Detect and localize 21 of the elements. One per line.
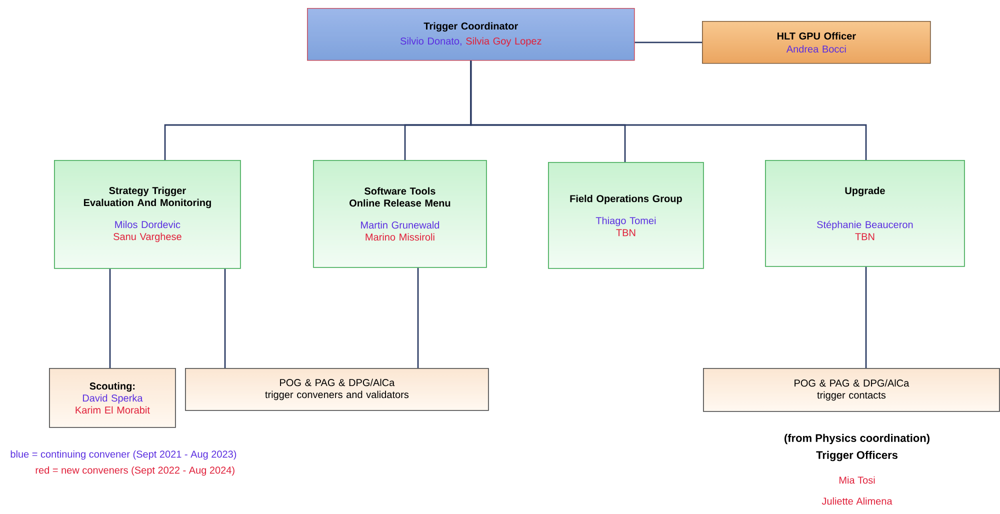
connector-line — [470, 60, 867, 160]
note-text: Mia Tosi — [840, 476, 875, 484]
connector-line — [634, 42, 702, 44]
connector-line — [865, 266, 867, 368]
group-box: Strategy Trigger Evaluation And Monitoring Milos Dordevic Sanu Varghese — [54, 160, 241, 269]
contact-box: POG & PAG & DPG/AlCa trigger contacts — [703, 368, 1000, 412]
officer-box: HLT GPU Officer Andrea Bocci — [702, 21, 931, 64]
connector-line — [417, 268, 419, 368]
note-text: Juliette Alimena — [822, 497, 892, 505]
contact-box: Scouting: David Sperka Karim El Morabit — [49, 368, 176, 428]
contact-box: POG & PAG & DPG/AlCa trigger conveners and validators — [185, 368, 489, 411]
connector-line — [224, 268, 226, 368]
connector-line — [109, 268, 111, 368]
group-box: Field Operations Group Thiago Tomei TBN — [548, 162, 704, 269]
group-box: Software Tools Online Release Menu Martin Grunewald Marino Missiroli — [313, 160, 487, 268]
note-text: blue = continuing convener (Sept 2021 - Aug 2023) — [10, 450, 236, 460]
heading-text: Trigger Officers — [816, 450, 898, 462]
heading-text: (from Physics coordination) — [784, 434, 930, 444]
note-text: red = new conveners (Sept 2022 - Aug 2024) — [36, 466, 234, 476]
group-box: Upgrade Stéphanie Beauceron TBN — [765, 160, 965, 267]
coord-box: Trigger Coordinator Silvio Donato, Silvia Goy Lopez — [307, 8, 635, 61]
